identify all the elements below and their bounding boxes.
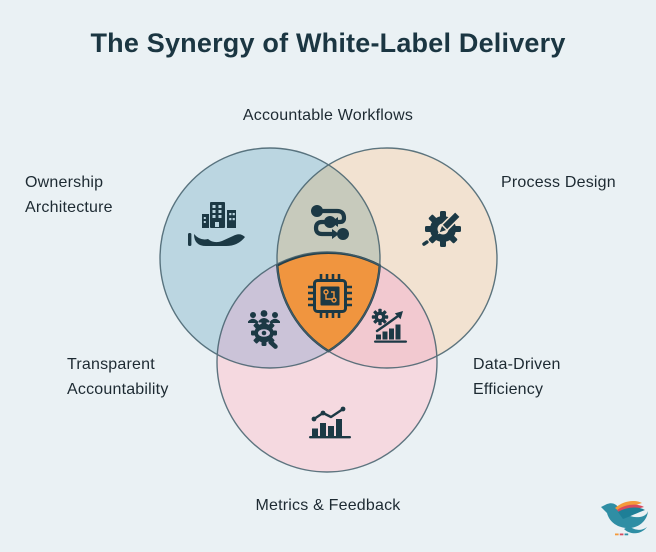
team-audit-icon — [248, 310, 280, 349]
microchip-icon — [308, 274, 352, 318]
bird-logo-wordmark — [615, 533, 629, 536]
label-line: Data-Driven — [473, 356, 561, 373]
circle-outlines — [159, 147, 498, 473]
page-title: The Synergy of White-Label Delivery — [90, 28, 566, 58]
hand-holding-buildings-icon — [188, 202, 245, 246]
label-line: Transparent — [67, 356, 155, 373]
label-line: Ownership — [25, 174, 104, 191]
label-metrics-feedback: Metrics & Feedback — [255, 497, 401, 514]
label-accountable-workflows: Accountable Workflows — [242, 107, 414, 124]
label-line: Accountability — [67, 381, 169, 398]
label-data-driven-efficiency: Data-Driven Efficiency — [473, 352, 561, 402]
label-line: Efficiency — [473, 381, 544, 398]
gear-pencil-icon — [422, 211, 461, 247]
label-ownership-architecture: Ownership Architecture — [25, 170, 113, 220]
growth-gear-icon — [371, 308, 407, 343]
workflow-icon — [311, 205, 349, 240]
label-line: Architecture — [25, 199, 113, 216]
bar-chart-icon — [309, 406, 351, 439]
label-process-design: Process Design — [501, 174, 616, 191]
label-transparent-accountability: Transparent Accountability — [67, 352, 169, 402]
bird-logo-icon — [601, 500, 648, 536]
